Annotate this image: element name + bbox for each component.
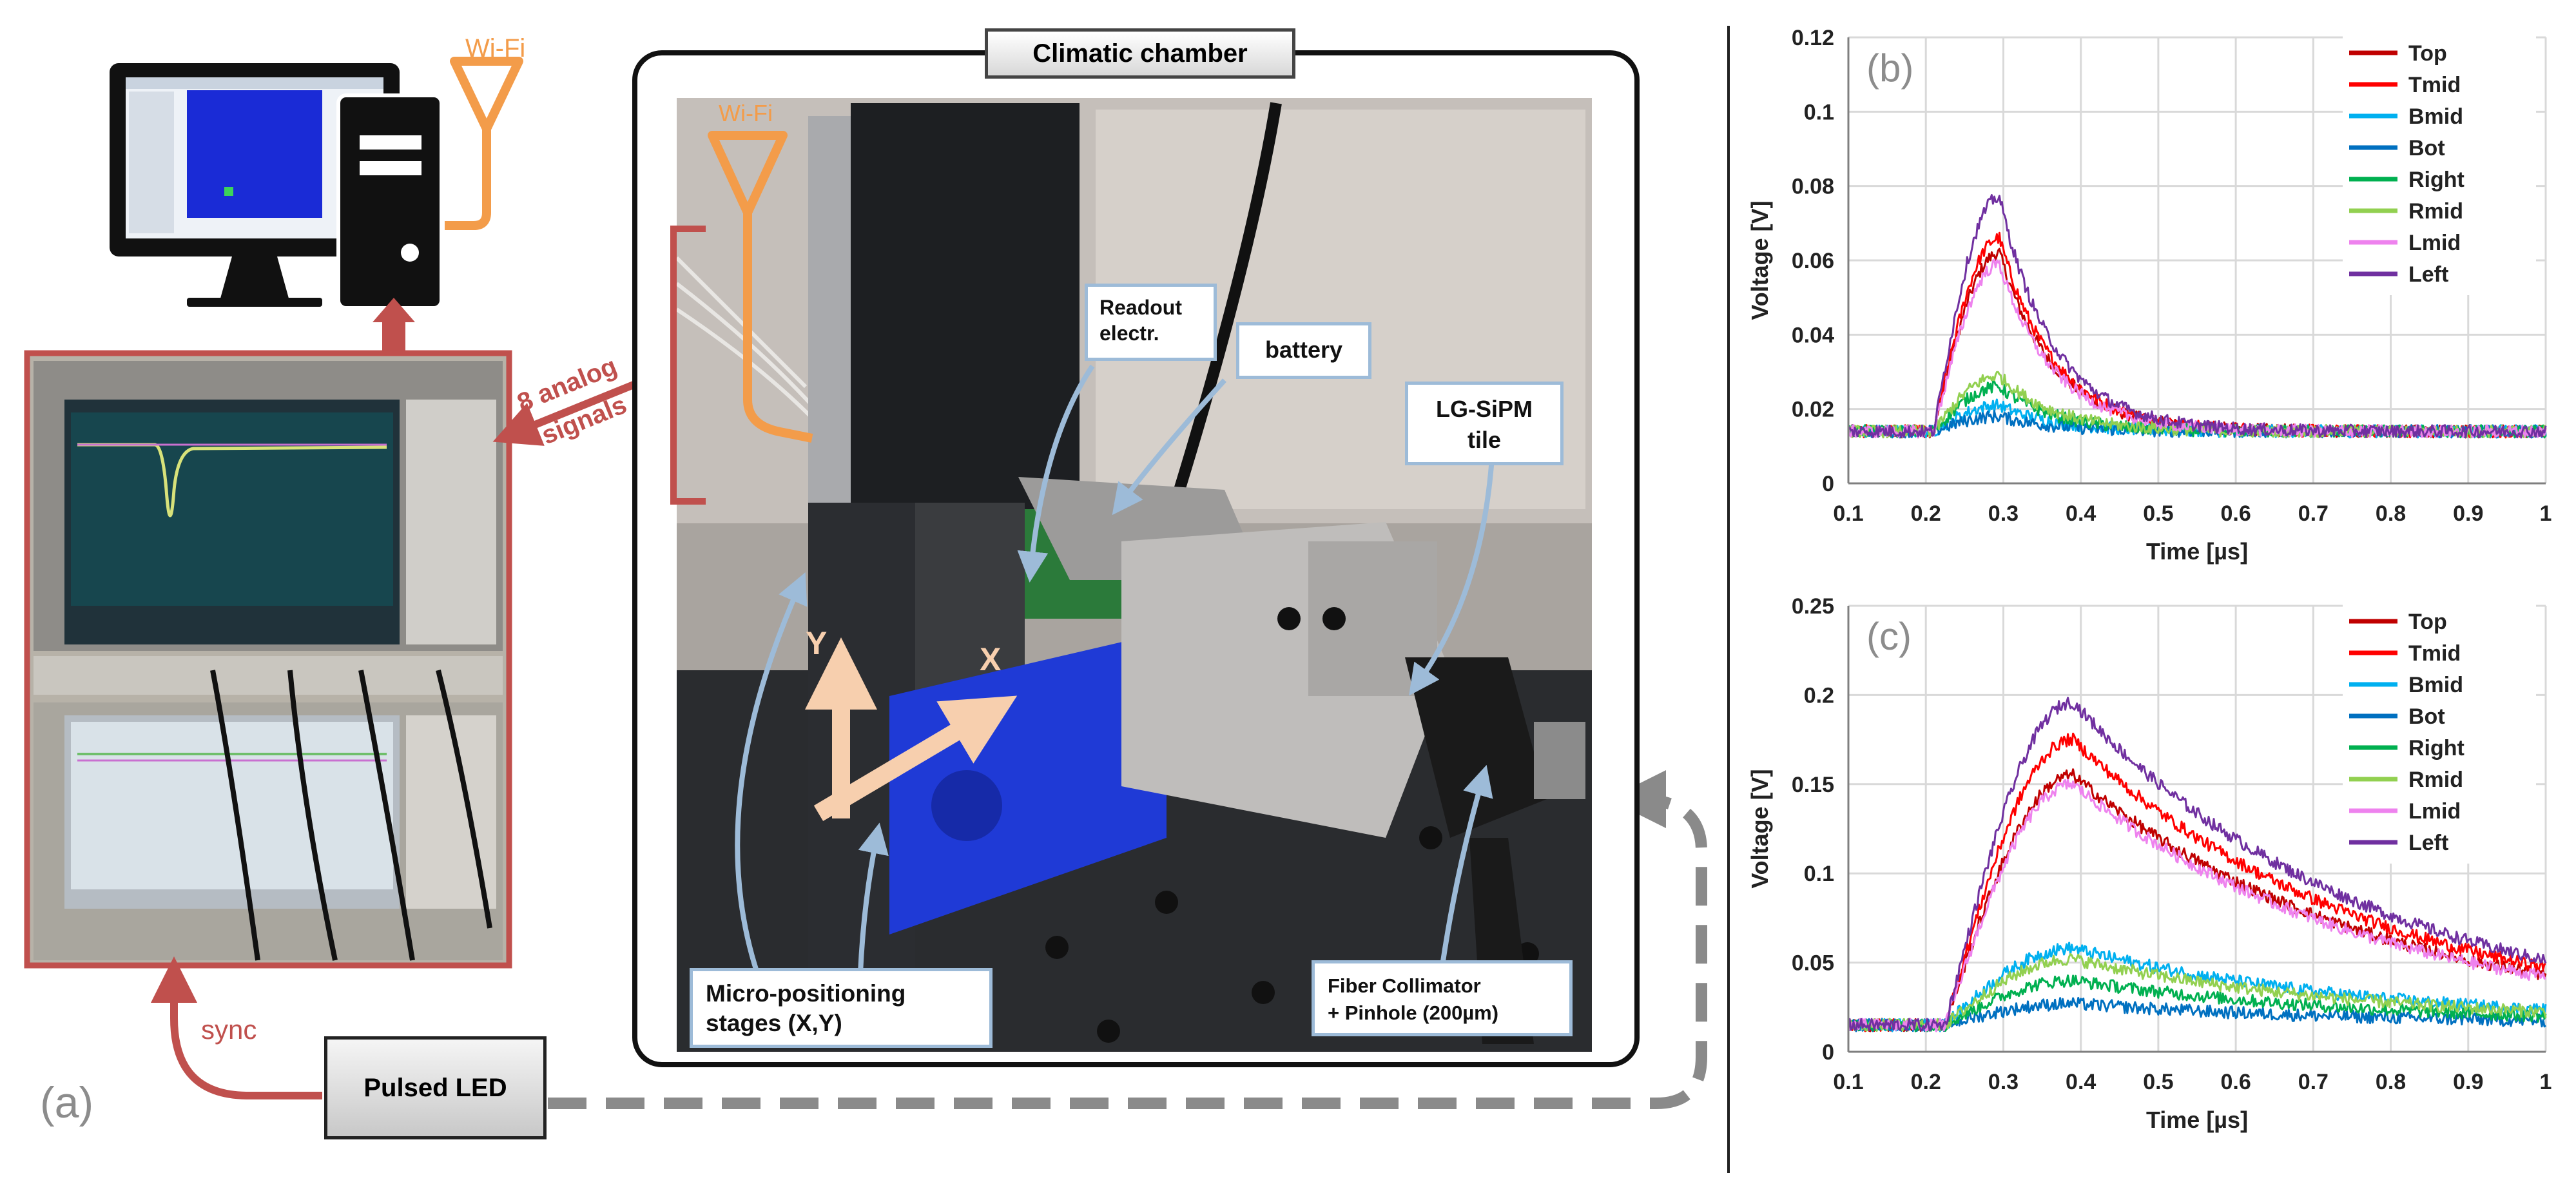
tile-label-2: tile [1467,427,1501,453]
wifi-antenna-icon [708,131,813,443]
chart-c: 0.1 0.2 0.3 0.4 0.5 0.6 0.7 0.8 0.9 1 0 0.05 0.1 0.15… [1747,594,2552,1133]
y-tick-label: 0.25 [1792,594,1834,619]
legend-label: Right [2408,736,2465,760]
x-tick-label: 0.9 [2453,1070,2483,1094]
x-tick-label: 0.1 [1833,501,1863,526]
x-tick-label: 0.4 [2066,1070,2096,1094]
series-line-left [1847,194,2547,439]
legend-label: Lmid [2408,231,2461,255]
legend-label: Right [2408,168,2465,192]
y-tick-label: 0.04 [1792,323,1834,347]
fiber-label-1: Fiber Collimator [1328,974,1481,997]
x-tick-label: 0.2 [1911,1070,1941,1094]
legend-label: Tmid [2408,73,2461,97]
y-axis-title: Voltage [V] [1747,769,1773,888]
legend-label: Left [2408,831,2448,855]
x-tick-label: 0.3 [1988,501,2019,526]
panel-label: (c) [1866,615,1912,658]
stages-label-2: stages (X,Y) [706,1010,842,1036]
pc-tower [336,93,443,310]
panel-label-a: (a) [40,1078,94,1127]
wifi-antenna-icon [445,57,523,230]
x-tick-label: 1 [2540,501,2552,526]
callout-arrows [735,364,1495,974]
legend-label: Bot [2408,704,2445,729]
sipm-tile-callout: LG-SiPM tile [1405,382,1564,465]
y-tick-label: 0.05 [1792,951,1834,976]
x-tick-label: 0.9 [2453,501,2483,526]
charts-area: 0.1 0.2 0.3 0.4 0.5 0.6 0.7 0.8 0.9 1 0 0.02 0.04 0.0… [1747,26,2552,1133]
stages-label-1: Micro-positioning [706,980,906,1007]
series-line-rmid [1847,953,2547,1032]
series-line-tmid [1847,732,2546,1032]
wifi-chamber-label: Wi-Fi [719,100,773,126]
sync-label: sync [201,1014,257,1045]
y-axis-title: Voltage [V] [1747,200,1773,320]
legend-label: Rmid [2408,768,2463,792]
readout-electronics-callout: Readout electr. [1085,284,1217,361]
y-tick-label: 0.1 [1804,862,1834,886]
y-tick-label: 0.06 [1792,249,1834,273]
sync-arrow [151,956,322,1099]
fiber-collimator-callout: Fiber Collimator + Pinhole (200µm) [1312,960,1573,1036]
climatic-chamber-title: Climatic chamber [985,28,1295,79]
x-tick-label: 0.3 [1988,1070,2019,1094]
legend-label: Rmid [2408,199,2463,224]
y-tick-label: 0.2 [1804,683,1834,708]
chamber-photo [675,98,1592,1052]
analog-signals-bracket [670,226,706,505]
readout-label-1: Readout [1099,296,1182,319]
x-tick-label: 0.8 [2376,501,2406,526]
x-axis-title: Time [µs] [2146,538,2248,565]
x-tick-label: 0.8 [2376,1070,2406,1094]
series-line-top [1847,768,2547,1032]
x-tick-label: 0.5 [2143,501,2173,526]
tile-label-1: LG-SiPM [1436,396,1533,422]
legend-box [2343,36,2536,295]
panel-label: (b) [1866,46,1913,90]
y-tick-label: 0.08 [1792,175,1834,199]
legend-label: Top [2408,41,2447,66]
legend-label: Top [2408,610,2447,634]
x-tick-label: 0.1 [1833,1070,1863,1094]
y-tick-label: 0.15 [1792,773,1834,797]
oscilloscope-photo [24,350,512,969]
readout-label-2: electr. [1099,322,1159,345]
x-tick-label: 0.7 [2298,501,2329,526]
y-tick-label: 0.1 [1804,100,1834,124]
y-tick-label: 0 [1822,472,1834,496]
x-tick-label: 0.4 [2066,501,2096,526]
legend-label: Left [2408,262,2448,287]
legend-label: Lmid [2408,799,2461,824]
series-line-left [1847,697,2547,1032]
x-tick-label: 0.7 [2298,1070,2329,1094]
legend-label: Bmid [2408,104,2463,129]
x-axis-label: X [980,641,1001,677]
fiber-dashed-line [548,770,1707,1109]
x-tick-label: 0.6 [2220,1070,2251,1094]
pulsed-led-box: Pulsed LED [324,1036,547,1139]
x-tick-label: 0.6 [2220,501,2251,526]
legend-box [2343,605,2536,864]
chart-b: 0.1 0.2 0.3 0.4 0.5 0.6 0.7 0.8 0.9 1 0 0.02 0.04 0.0… [1747,26,2552,565]
series-line-lmid [1847,779,2546,1032]
legend-label: Bmid [2408,673,2463,697]
x-tick-label: 0.5 [2143,1070,2173,1094]
legend-label: Tmid [2408,641,2461,666]
fiber-label-2: + Pinhole (200µm) [1328,1002,1499,1024]
x-tick-label: 1 [2540,1070,2552,1094]
y-axis-label: Y [806,625,827,661]
y-tick-label: 0 [1822,1040,1834,1065]
battery-callout: battery [1236,322,1371,379]
legend-label: Bot [2408,136,2445,160]
y-tick-label: 0.02 [1792,398,1834,422]
micro-positioning-callout: Micro-positioning stages (X,Y) [690,968,993,1048]
wifi-pc-label: Wi-Fi [465,34,525,63]
x-tick-label: 0.2 [1911,501,1941,526]
y-tick-label: 0.12 [1792,26,1834,50]
panel-divider [1727,26,1730,1173]
x-axis-arrow [813,695,1018,822]
x-axis-title: Time [µs] [2146,1107,2248,1133]
